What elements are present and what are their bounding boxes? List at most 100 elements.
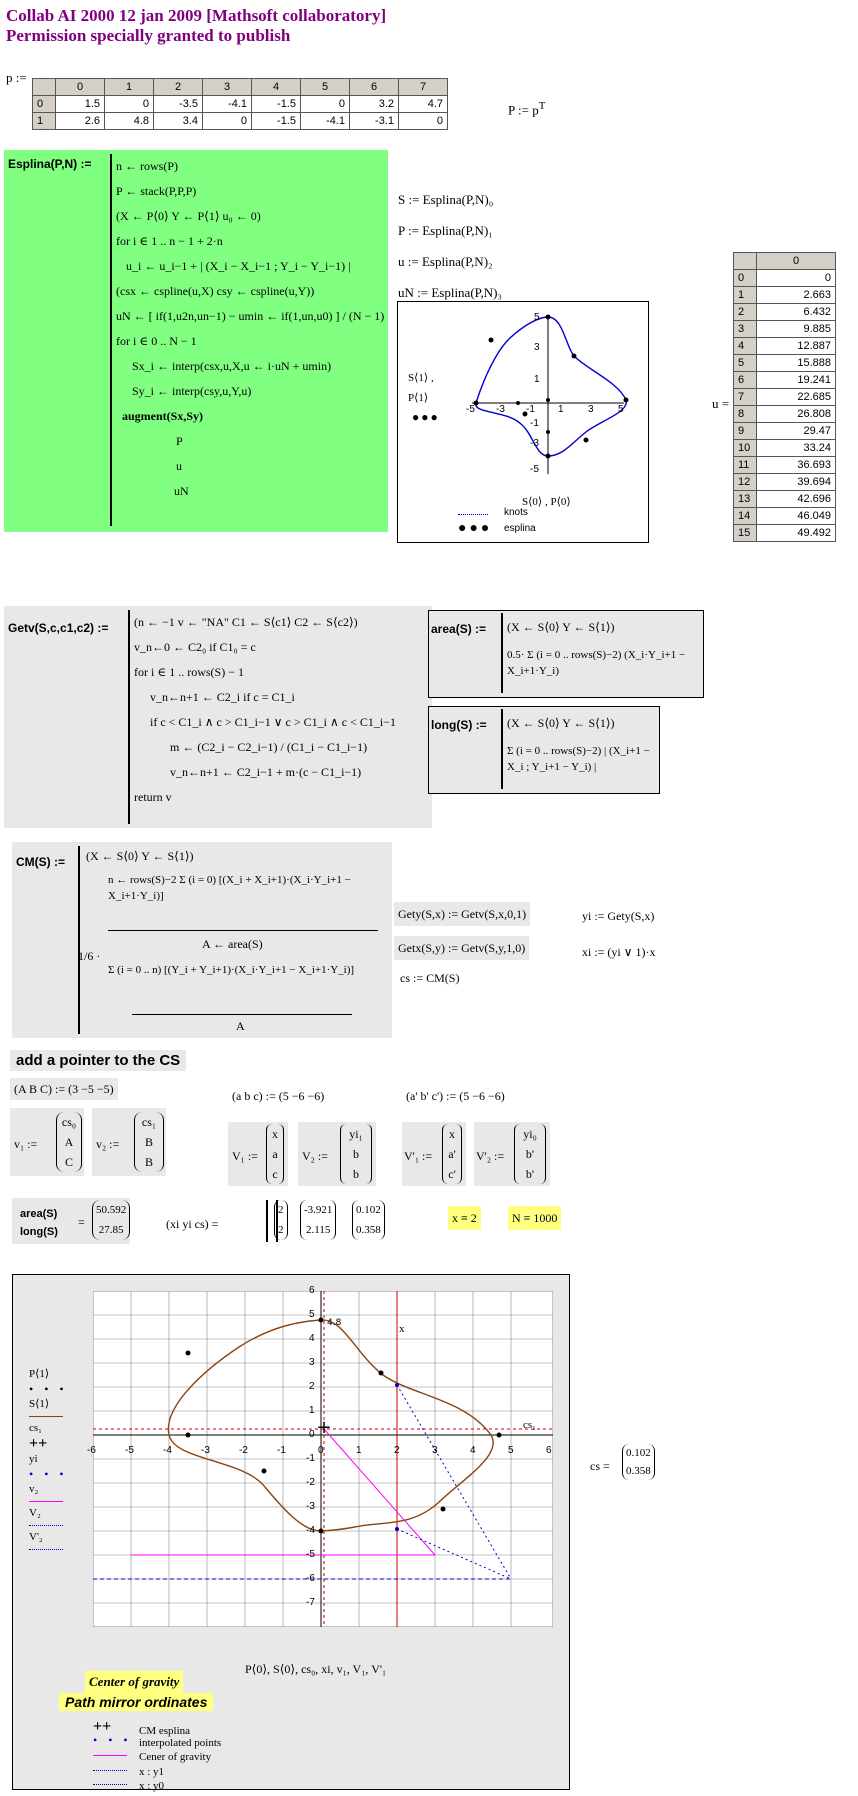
cm-name: CM(S) := xyxy=(16,855,65,869)
cs-result-label: cs = xyxy=(590,1459,610,1473)
y-tick: -5 xyxy=(530,464,539,475)
knot-point xyxy=(440,1506,446,1512)
row-header: 8 xyxy=(733,405,757,423)
N-def: N ≡ 1000 xyxy=(508,1206,562,1230)
x-tick: 4 xyxy=(470,1445,476,1456)
result-value: 2 xyxy=(278,1224,284,1236)
program-line: u_i ← u_i−1 + | (X_i − X_i−1 ; Y_i − Y_i… xyxy=(126,259,351,273)
result-value: 2.115 xyxy=(306,1224,331,1236)
area-long-result: area(S) long(S) = 50.592 27.85 xyxy=(12,1198,131,1244)
x-tick: -1 xyxy=(526,404,535,415)
program-line: Sx_i ← interp(csx,u,X,u ← i·uN + umin) xyxy=(132,359,332,373)
vec-item: a' xyxy=(448,1147,456,1161)
program-bar xyxy=(501,709,503,789)
esplina-defs: S := Esplina(P,N)₀ P := Esplina(P,N)₁ u … xyxy=(398,184,502,308)
result-value: 50.592 xyxy=(96,1204,127,1216)
result-lhs: long(S) xyxy=(20,1226,58,1238)
row-header: 15 xyxy=(733,524,757,542)
y-tick: 2 xyxy=(309,1381,315,1392)
result-value: 0.102 xyxy=(356,1204,381,1216)
xyc-col: 0.102 0.358 xyxy=(352,1200,385,1240)
vec-items: x a' c' xyxy=(442,1124,462,1184)
row-header: 1 xyxy=(733,286,757,304)
dots-marker: • • • xyxy=(29,1382,68,1396)
small-plot-xlabel: S⟨0⟩ , P⟨0⟩ xyxy=(522,496,571,508)
title-line-2: Permission specially granted to publish xyxy=(6,26,291,45)
x-tick: 3 xyxy=(432,1445,438,1456)
cell: 0 xyxy=(202,112,252,130)
vec-V2: V₂ := yi₁ b b xyxy=(298,1122,376,1186)
cell: -4.1 xyxy=(202,95,252,113)
cm-line1: (X ← S⟨0⟩ Y ← S⟨1⟩) xyxy=(86,849,194,863)
program-line: for i ∈ 1 .. rows(S) − 1 xyxy=(134,665,244,679)
cell: 26.808 xyxy=(756,405,836,423)
caption-center-gravity: Center of gravity xyxy=(85,1671,184,1693)
area-line1: (X ← S⟨0⟩ Y ← S⟨1⟩) xyxy=(507,620,615,634)
y-label: V₂ xyxy=(29,1507,41,1519)
cell: 1.5 xyxy=(55,95,105,113)
program-line: for i ∈ 1 .. n − 1 + 2·n xyxy=(116,234,223,248)
vec-items: yi₀ b' b' xyxy=(514,1124,546,1184)
u-table-label: u = xyxy=(712,396,730,411)
knot-point xyxy=(623,397,629,403)
y-label: V'₂ xyxy=(29,1531,43,1543)
table-row: 1 2.6 4.8 3.4 0 -1.5 -4.1 -3.1 0 xyxy=(32,112,448,130)
curve-marker xyxy=(29,1416,63,1417)
small-plot: -5 -3 -1 1 3 5 5 3 1 -1 -3 -5 S⟨0⟩ , P⟨0… xyxy=(397,301,649,543)
cm-region: CM(S) := (X ← S⟨0⟩ Y ← S⟨1⟩) 1/6 · n ← r… xyxy=(12,842,392,1038)
legend-label: x : y0 xyxy=(139,1780,165,1792)
row-header: 9 xyxy=(733,422,757,440)
row-header: 0 xyxy=(733,269,757,287)
program-line: (csx ← cspline(u,X) csy ← cspline(u,Y)) xyxy=(116,284,315,298)
program-bar xyxy=(110,154,112,526)
vec-name: V'₁ := xyxy=(404,1149,433,1163)
big-plot-xlabel: P⟨0⟩, S⟨0⟩, cs₀, xi, v₁, V₁, V'₁ xyxy=(245,1662,387,1676)
legend-esplina: esplina xyxy=(504,523,536,534)
program-line: n ← rows(P) xyxy=(116,159,178,173)
transpose-sup: T xyxy=(538,100,546,112)
result-value: 0.358 xyxy=(356,1224,381,1236)
big-plot-region: + 4.8 -6 -5 -4 -3 -2 -1 0 1 2 3 4 5 6 6 … xyxy=(12,1274,570,1792)
bluedots-marker: • • • xyxy=(29,1467,68,1481)
cell: 3.2 xyxy=(349,95,399,113)
x-def: x ≡ 2 xyxy=(448,1206,481,1230)
cs1-annotation: cs₁ xyxy=(523,1419,536,1431)
def-line: P := Esplina(P,N)₁ xyxy=(398,223,493,238)
x-tick: 1 xyxy=(558,404,564,415)
transpose-text: P := p xyxy=(508,102,539,118)
vec-item: b' xyxy=(525,1147,535,1161)
vec-V1-prime: V'₁ := x a' c' xyxy=(402,1122,466,1186)
cell: 12.887 xyxy=(756,337,836,355)
vec-item: c' xyxy=(448,1167,456,1181)
vec-item: a xyxy=(272,1147,278,1161)
result-rhs: 50.592 27.85 xyxy=(92,1200,131,1240)
col-header: 4 xyxy=(251,78,301,96)
cell: 0 xyxy=(104,95,154,113)
vec-item: B xyxy=(144,1135,153,1149)
program-line: for i ∈ 0 .. N − 1 xyxy=(116,334,197,348)
long-line1: (X ← S⟨0⟩ Y ← S⟨1⟩) xyxy=(507,716,615,730)
x-tick: -5 xyxy=(125,1445,134,1456)
program-line: return v xyxy=(134,790,172,804)
vec-V1: V₁ := x a c xyxy=(228,1122,288,1186)
y-tick: -5 xyxy=(306,1549,315,1560)
x-tick: 2 xyxy=(394,1445,400,1456)
x-tick: 0 xyxy=(318,1445,324,1456)
equals-sign: = xyxy=(78,1215,85,1229)
program-line: uN ← [ if(1,u2n,un−1) − umin ← if(1,un,u… xyxy=(116,309,385,323)
row-header: 1 xyxy=(32,112,56,130)
xyc-lhs: (xi yi cs) = xyxy=(166,1217,219,1231)
x-annotation: x xyxy=(399,1323,405,1335)
col-header: 1 xyxy=(104,78,154,96)
point-label: 4.8 xyxy=(327,1318,342,1328)
program-line: P xyxy=(176,434,183,448)
knot-point xyxy=(545,453,551,459)
cell: 4.7 xyxy=(398,95,448,113)
legend-bluedots-marker: • • • xyxy=(93,1733,132,1747)
